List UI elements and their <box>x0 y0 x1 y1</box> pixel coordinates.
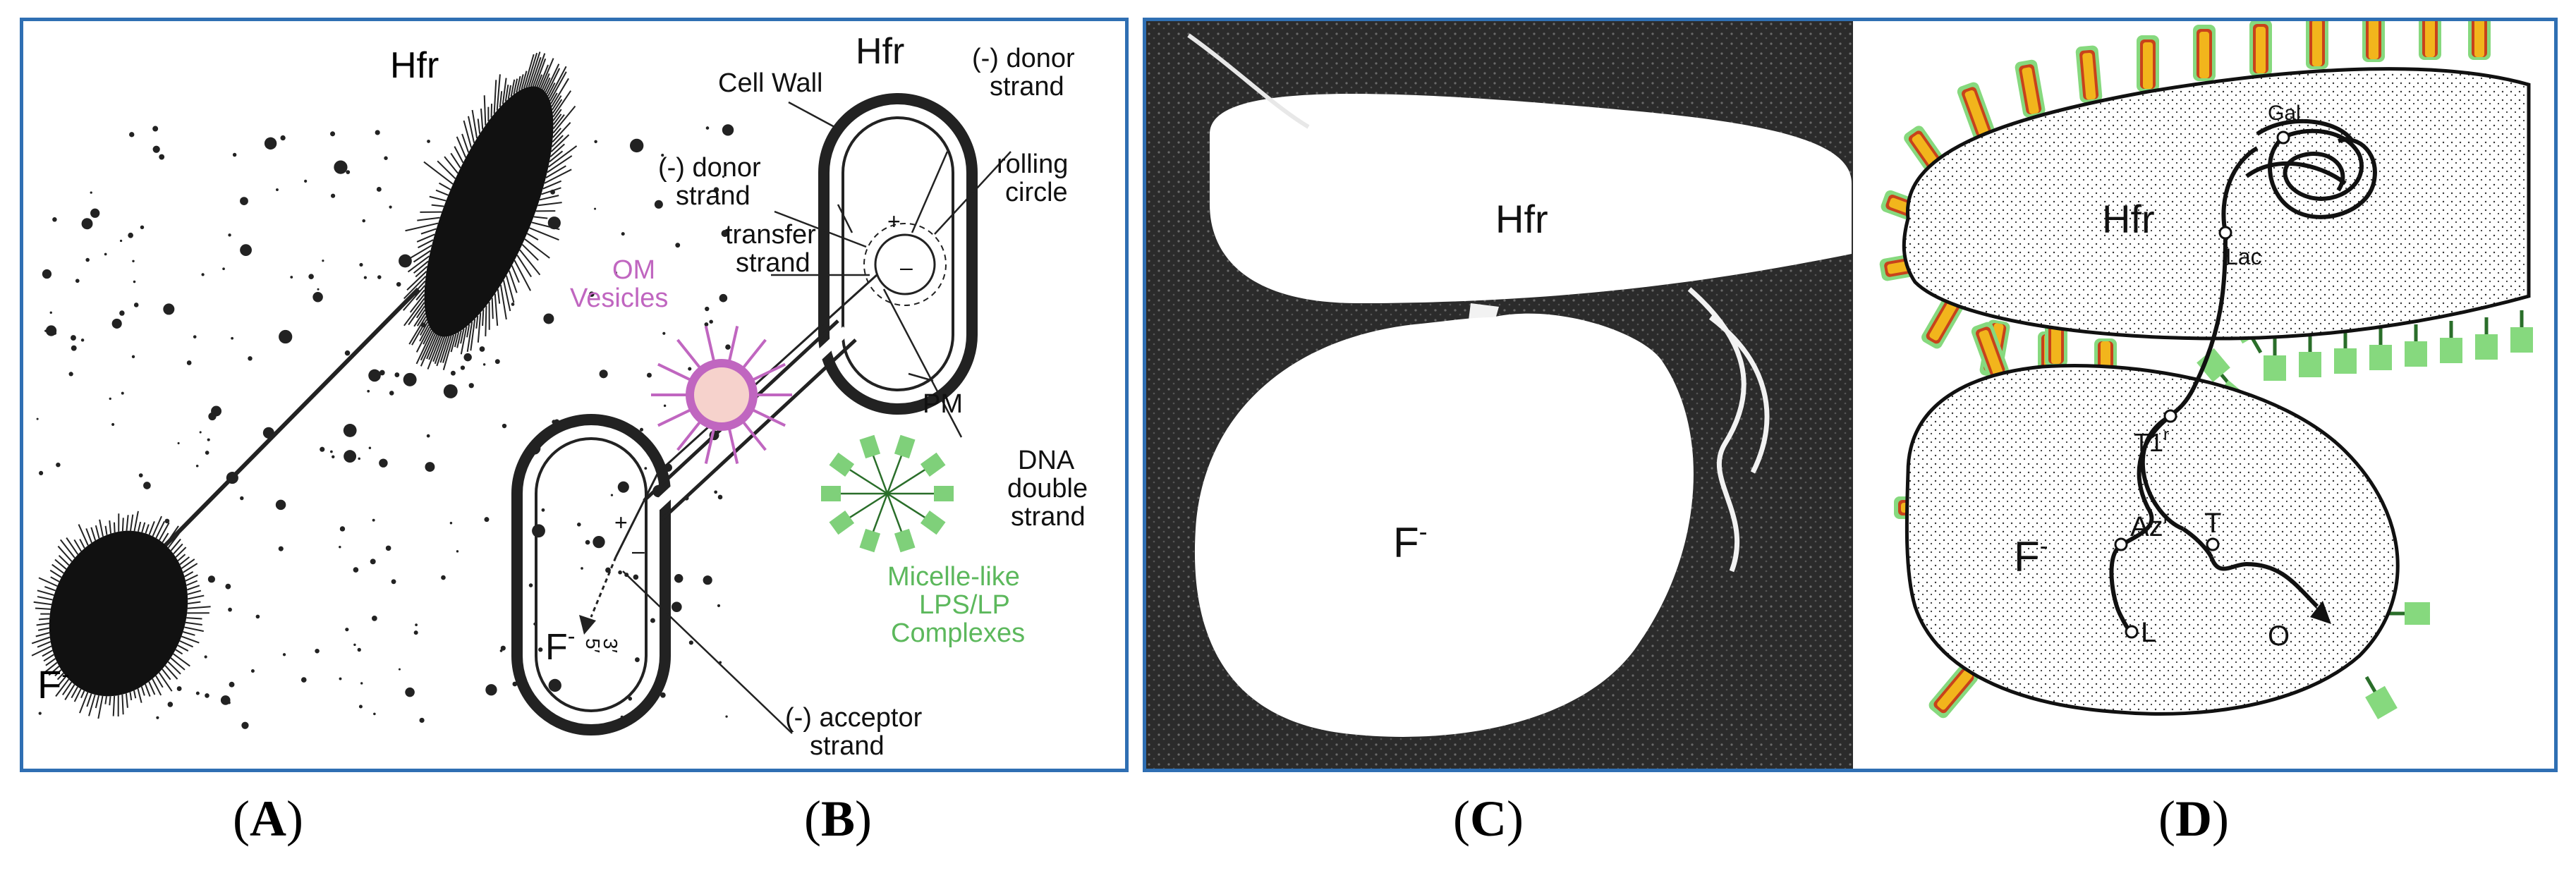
strand-arrowhead <box>579 615 596 635</box>
label-minus-bottom: – <box>632 538 645 563</box>
panel-cd-frame: Hfr F- Gal Lac T1r Azr <box>1143 18 2558 772</box>
label-t1r: T1r <box>2134 425 2169 457</box>
label-acceptor-2: strand <box>810 731 885 761</box>
label-micelle-2: LPS/LP <box>919 590 1010 620</box>
label-five-prime: 5′ <box>582 638 604 653</box>
conjugation-pilus <box>145 287 420 566</box>
leader-lines <box>622 101 1011 734</box>
label-micelle-1: Micelle-like <box>887 562 1020 592</box>
hfr-cell-b <box>818 93 978 415</box>
panel-b-diagram <box>511 93 1011 735</box>
label-rolling-2: circle <box>1005 178 1068 207</box>
rolling-circle <box>863 223 947 306</box>
label-pm: PM <box>923 389 963 419</box>
om-vesicle <box>651 326 792 464</box>
panel-d-labels: Gal Lac T1r Azr T L O Hfr F- <box>2014 102 2301 652</box>
label-cell-wall: Cell Wall <box>718 68 823 98</box>
label-donor-left-1: (-) donor <box>658 153 761 183</box>
gene-markers <box>2114 130 2290 639</box>
label-hfr-c: Hfr <box>1495 197 1548 241</box>
fminus-cell-d <box>1904 364 2400 716</box>
hfr-cell-c <box>1210 93 1852 303</box>
label-transfer-1: transfer <box>725 220 816 250</box>
panel-letter-c: (C) <box>1453 790 1524 847</box>
label-hfr-a: Hfr <box>390 45 439 86</box>
pilus-fragments <box>1687 287 1770 573</box>
hfr-cell-d <box>1902 67 2531 341</box>
label-l: L <box>2141 617 2156 648</box>
label-plus-top: + <box>887 209 901 234</box>
label-hfr-d: Hfr <box>2102 197 2155 241</box>
panel-ab-svg: Hfr F- <box>31 31 1088 761</box>
acceptor-strand-dashed <box>590 556 617 618</box>
label-fminus-d: F- <box>2014 531 2048 580</box>
label-azr: Azr <box>2130 506 2170 542</box>
fminus-cell-c <box>1194 313 1694 737</box>
panel-c-micrograph: Hfr F- <box>1146 21 1853 769</box>
fminus-cell-a <box>31 511 211 719</box>
label-gal: Gal <box>2268 102 2301 125</box>
micelle-complex <box>821 434 954 553</box>
panel-a-micrograph: Hfr F- <box>31 45 739 729</box>
panel-d-diagram: Gal Lac T1r Azr T L O Hfr F- <box>1853 21 2554 769</box>
fiber-streak <box>1187 33 1310 129</box>
panel-letter-a: (A) <box>233 790 303 847</box>
label-transfer-2: strand <box>736 248 810 278</box>
label-donor-left-2: strand <box>676 181 751 211</box>
label-fminus-b: F- <box>545 623 575 668</box>
label-om-1: OM <box>612 255 655 285</box>
label-fminus-a: F- <box>37 661 70 707</box>
fminus-cell-b <box>511 414 671 735</box>
label-three-prime: 3′ <box>600 638 621 653</box>
label-t: T <box>2204 508 2221 539</box>
label-fminus-c: F- <box>1393 517 1428 566</box>
label-donor-top-1: (-) donor <box>972 44 1075 73</box>
label-dna-3: strand <box>1011 502 1086 532</box>
label-hfr-b: Hfr <box>856 31 904 72</box>
label-donor-top-2: strand <box>990 72 1064 102</box>
label-o: O <box>2268 621 2290 652</box>
label-dna-2: double <box>1007 474 1088 503</box>
label-minus-top: – <box>900 255 913 280</box>
label-lac: Lac <box>2225 244 2262 269</box>
panel-ab-frame: Hfr F- <box>20 18 1129 772</box>
panel-cd-svg: Hfr F- Gal Lac T1r Azr <box>1146 21 2554 769</box>
label-rolling-1: rolling <box>997 149 1068 179</box>
panel-letter-d: (D) <box>2158 790 2229 847</box>
panel-b-labels: Hfr Cell Wall (-) donor strand rolling c… <box>545 31 1088 761</box>
label-dna-1: DNA <box>1018 446 1075 475</box>
label-micelle-3: Complexes <box>891 618 1025 648</box>
hfr-cell-a <box>401 51 578 370</box>
label-om-2: Vesicles <box>570 283 668 313</box>
panel-letter-b: (B) <box>804 790 872 847</box>
label-acceptor-1: (-) acceptor <box>785 703 923 733</box>
label-plus-bottom: + <box>614 510 628 535</box>
